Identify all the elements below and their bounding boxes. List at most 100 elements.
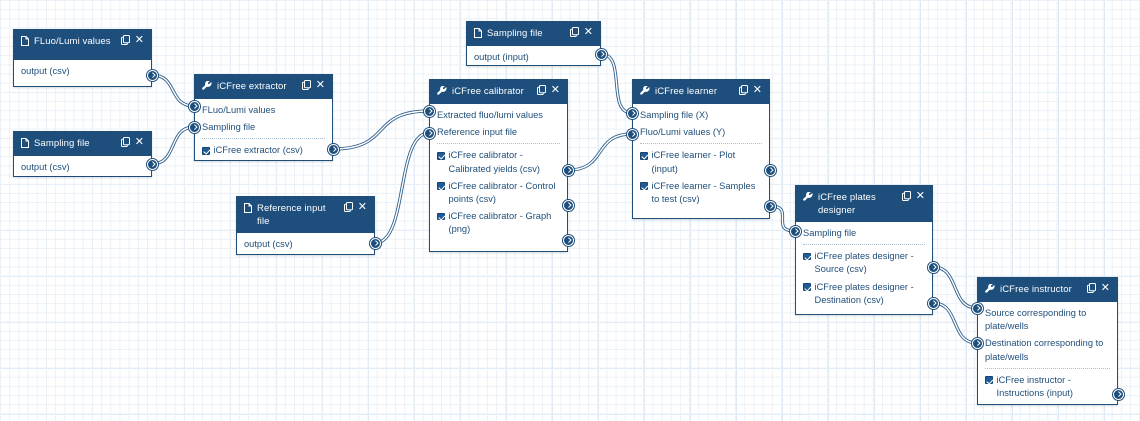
- node-sampling-file-top[interactable]: Sampling file✕ output (input): [466, 21, 601, 66]
- checkbox-checked-icon[interactable]: [803, 252, 811, 261]
- output-label: iCFree plates designer - Source (csv): [814, 251, 914, 275]
- node-title: FLuo/Lumi values: [34, 36, 111, 47]
- input-port[interactable]: [626, 107, 638, 119]
- node-title: Reference input file: [257, 203, 326, 227]
- node-body: output (csv): [237, 233, 374, 257]
- output-port[interactable]: [595, 48, 607, 60]
- input-port[interactable]: [188, 100, 200, 112]
- row-separator: [437, 143, 560, 145]
- output-label: output (input): [474, 52, 529, 62]
- file-icon: [244, 203, 252, 213]
- checkbox-checked-icon[interactable]: [803, 283, 811, 291]
- input-row: Sampling file: [803, 228, 857, 238]
- output-port[interactable]: [927, 297, 939, 309]
- output-port[interactable]: [927, 261, 939, 273]
- output-label: iCFree calibrator - Control points (csv): [448, 180, 556, 205]
- input-port[interactable]: [971, 337, 983, 349]
- input-port[interactable]: [971, 302, 983, 314]
- close-icon[interactable]: ✕: [134, 34, 144, 46]
- output-row: iCFree instructor - Instructions (input): [985, 374, 1110, 400]
- input-port[interactable]: [789, 225, 801, 237]
- close-icon[interactable]: ✕: [357, 201, 367, 213]
- node-icfree-plates-designer[interactable]: iCFree plates designer✕ Sampling file iCFr…: [795, 185, 933, 315]
- output-label: iCFree learner - Plot (input): [651, 150, 736, 174]
- input-port[interactable]: [626, 128, 638, 140]
- wrench-icon: [985, 284, 995, 293]
- node-icfree-instructor[interactable]: iCFree instructor✕Source corresponding t…: [977, 277, 1118, 405]
- checkbox-checked-icon[interactable]: [640, 182, 648, 190]
- edge-outline: [151, 73, 195, 108]
- node-fluo-lumi-values[interactable]: FLuo/Lumi values✕output (csv): [13, 29, 152, 87]
- row-separator: [202, 138, 325, 140]
- output-row: output (csv): [21, 161, 144, 174]
- copy-icon[interactable]: [120, 35, 130, 49]
- close-icon[interactable]: ✕: [752, 84, 762, 96]
- input-port[interactable]: [188, 121, 200, 133]
- output-port[interactable]: [369, 237, 381, 249]
- copy-icon[interactable]: [301, 80, 311, 94]
- node-reference-input-file[interactable]: Reference input file ✕ output (csv): [236, 196, 375, 255]
- output-port[interactable]: [562, 164, 574, 176]
- node-title: iCFree calibrator: [452, 86, 524, 97]
- edge-line: [151, 74, 195, 107]
- close-icon[interactable]: ✕: [1100, 282, 1110, 294]
- node-header[interactable]: iCFree learner✕: [633, 80, 769, 104]
- checkbox-checked-icon[interactable]: [437, 182, 445, 190]
- input-port[interactable]: [423, 127, 435, 139]
- checkbox-checked-icon[interactable]: [640, 152, 648, 160]
- copy-icon[interactable]: [901, 191, 911, 205]
- node-header[interactable]: iCFree calibrator ✕: [430, 80, 567, 104]
- output-port[interactable]: [1112, 388, 1124, 400]
- close-icon[interactable]: ✕: [134, 136, 144, 148]
- node-body: output (input): [467, 46, 600, 70]
- file-icon: [21, 36, 29, 46]
- output-port[interactable]: [146, 158, 158, 170]
- copy-icon[interactable]: [569, 27, 579, 41]
- output-port[interactable]: [562, 199, 574, 211]
- edge-outline: [600, 52, 633, 115]
- node-header[interactable]: iCFree extractor✕: [195, 75, 332, 99]
- edge-outline: [567, 132, 633, 172]
- checkbox-checked-icon[interactable]: [437, 212, 445, 221]
- node-header[interactable]: iCFree instructor✕: [978, 278, 1117, 302]
- wrench-icon: [437, 86, 447, 95]
- wrench-icon: [803, 192, 813, 201]
- output-row: iCFree calibrator - Graph (png): [437, 210, 560, 236]
- row-separator: [640, 143, 762, 145]
- node-title: Sampling file: [34, 138, 90, 149]
- output-port[interactable]: [327, 143, 339, 155]
- input-port[interactable]: [423, 105, 435, 117]
- node-header[interactable]: Sampling file✕: [467, 22, 600, 46]
- node-header[interactable]: Reference input file ✕: [237, 197, 374, 233]
- output-port[interactable]: [764, 164, 776, 176]
- output-row: output (csv): [244, 238, 367, 251]
- row-separator: [803, 244, 925, 246]
- copy-icon[interactable]: [536, 85, 546, 99]
- output-row: output (input): [474, 51, 593, 64]
- node-icfree-learner[interactable]: iCFree learner✕Sampling file (X)Fluo/Lum…: [632, 79, 770, 219]
- checkbox-checked-icon[interactable]: [437, 152, 445, 160]
- output-port[interactable]: [146, 69, 158, 81]
- copy-icon[interactable]: [738, 85, 748, 99]
- node-icfree-calibrator[interactable]: iCFree calibrator✕Extracted fluo/lumi va…: [429, 79, 568, 252]
- close-icon[interactable]: ✕: [550, 84, 560, 96]
- copy-icon[interactable]: [343, 202, 353, 216]
- checkbox-checked-icon[interactable]: [202, 147, 210, 155]
- output-row: iCFree extractor (csv): [202, 144, 325, 157]
- copy-icon[interactable]: [120, 137, 130, 151]
- node-sampling-file-left[interactable]: Sampling file ✕ output (csv): [13, 131, 152, 177]
- close-icon[interactable]: ✕: [915, 190, 925, 202]
- output-port[interactable]: [764, 200, 776, 212]
- node-header[interactable]: iCFree plates designer✕: [796, 186, 932, 222]
- close-icon[interactable]: ✕: [583, 26, 593, 38]
- node-header[interactable]: Sampling file ✕: [14, 132, 151, 156]
- output-label: iCFree calibrator - Calibrated yields (c…: [448, 150, 540, 174]
- output-port[interactable]: [562, 234, 574, 246]
- node-header[interactable]: FLuo/Lumi values ✕: [14, 30, 151, 60]
- output-label: iCFree instructor - Instructions (input): [996, 374, 1073, 399]
- copy-icon[interactable]: [1086, 283, 1096, 297]
- checkbox-checked-icon[interactable]: [985, 376, 993, 384]
- close-icon[interactable]: ✕: [315, 79, 325, 91]
